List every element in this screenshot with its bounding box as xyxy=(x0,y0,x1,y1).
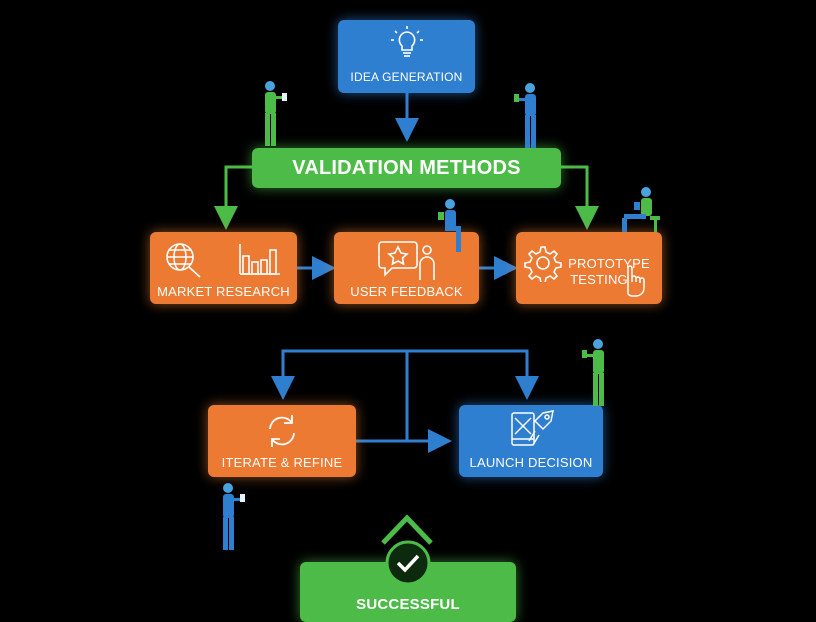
market-research-node: MARKET RESEARCH xyxy=(150,232,297,304)
branch-top-line xyxy=(281,349,529,382)
person-figure-green-left xyxy=(265,81,287,146)
prototype-testing-node: PROTOTYPE TESTING xyxy=(516,232,662,304)
prototype-label-line2: TESTING xyxy=(570,272,628,287)
tablet-rocket-icon xyxy=(511,410,554,446)
validation-methods-node: VALIDATION METHODS xyxy=(252,148,561,188)
arrow-validation-to-prototype xyxy=(561,165,599,230)
arrow-validation-to-market xyxy=(214,165,252,230)
successful-label: SUCCESSFUL xyxy=(356,596,460,613)
success-chevron xyxy=(381,514,433,545)
prototype-label-line1: PROTOTYPE xyxy=(568,256,650,271)
person-figure-sitting-prototype xyxy=(622,187,660,232)
person-figure-blue-right xyxy=(514,83,536,148)
magnifier-globe-icon xyxy=(166,243,201,278)
iterate-refine-node: ITERATE & REFINE xyxy=(208,405,356,477)
pointing-hand-icon xyxy=(627,265,645,297)
user-feedback-node: USER FEEDBACK xyxy=(334,232,479,304)
lightbulb-icon xyxy=(391,26,423,57)
person-figure-blue-iterate xyxy=(223,483,245,550)
user-feedback-label: USER FEEDBACK xyxy=(350,284,463,299)
refresh-cycle-icon xyxy=(269,415,295,447)
launch-decision-node: LAUNCH DECISION xyxy=(459,405,603,477)
gear-icon xyxy=(524,246,562,282)
iterate-refine-label: ITERATE & REFINE xyxy=(221,455,343,470)
idea-generation-node: IDEA GENERATION xyxy=(338,20,475,93)
idea-generation-label: IDEA GENERATION xyxy=(350,70,463,84)
market-research-label: MARKET RESEARCH xyxy=(157,284,290,299)
validation-methods-label: VALIDATION METHODS xyxy=(292,157,521,179)
bar-chart-icon xyxy=(239,244,280,275)
speech-star-icon xyxy=(378,241,435,280)
person-figure-green-launch xyxy=(582,339,604,406)
person-figure-sitting-feedback xyxy=(438,199,461,252)
checkmark-circle-icon xyxy=(385,540,431,586)
launch-decision-label: LAUNCH DECISION xyxy=(469,455,593,470)
arrow-branch-to-launch xyxy=(405,351,452,453)
